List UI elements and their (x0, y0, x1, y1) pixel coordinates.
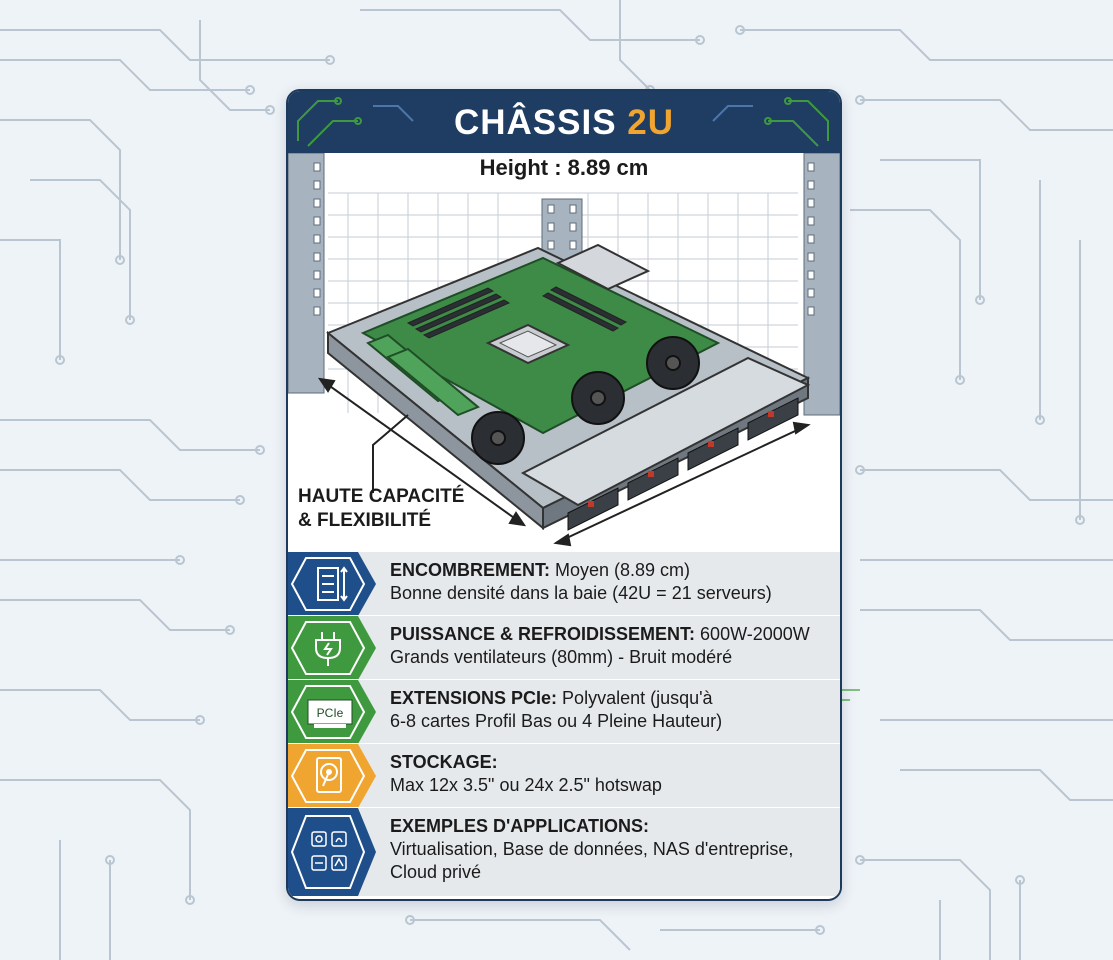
spec-detail: Grands ventilateurs (80mm) - Bruit modér… (390, 647, 733, 667)
card-header: CHÂSSIS 2U (288, 91, 840, 153)
pcie-card-icon: PCIe (307, 699, 353, 728)
card-title: CHÂSSIS 2U (288, 91, 840, 153)
capacity-label: HAUTE CAPACITÉ & FLEXIBILITÉ (298, 486, 465, 531)
rack-post-left (288, 153, 325, 394)
chassis-card: CHÂSSIS 2U (286, 89, 842, 901)
power-supply (555, 243, 651, 291)
spec-detail: Max 12x 3.5" ou 24x 2.5" hotswap (390, 775, 662, 795)
spec-value: Polyvalent (jusqu'à (557, 688, 713, 708)
server-illustration (288, 153, 840, 547)
spec-row-puissance: PUISSANCE & REFROIDISSEMENT: 600W-2000W … (288, 615, 840, 680)
spec-hex-badge (288, 744, 376, 808)
spec-title: EXEMPLES D'APPLICATIONS: (390, 816, 649, 836)
server-chassis (326, 243, 811, 531)
cooling-fan (471, 336, 700, 465)
height-label: Height : 8.89 cm (479, 155, 649, 180)
spec-title: STOCKAGE: (390, 752, 498, 772)
spec-hex-badge (288, 552, 376, 616)
dimension-arrows (317, 377, 811, 547)
spec-row-stockage: STOCKAGE: Max 12x 3.5" ou 24x 2.5" hotsw… (288, 743, 840, 808)
drive-cage (520, 356, 811, 531)
header-circuit-decoration (297, 97, 829, 147)
spec-value: 600W-2000W (695, 624, 810, 644)
spec-text: PUISSANCE & REFROIDISSEMENT: 600W-2000W … (390, 623, 836, 669)
spec-text: EXEMPLES D'APPLICATIONS: Virtualisation,… (390, 815, 836, 884)
spec-row-applications: EXEMPLES D'APPLICATIONS: Virtualisation,… (288, 807, 840, 896)
rack-icon (317, 566, 348, 602)
spec-row-extensions: PCIe EXTENSIONS PCIe: Polyvalent (jusqu'… (288, 679, 840, 744)
spec-hex-badge (288, 808, 376, 896)
spec-title: PUISSANCE & REFROIDISSEMENT: (390, 624, 696, 644)
spec-value: Moyen (8.89 cm) (550, 560, 691, 580)
spec-detail: Bonne densité dans la baie (42U = 21 ser… (390, 583, 772, 603)
power-plug-icon (315, 632, 341, 666)
spec-text: ENCOMBREMENT: Moyen (8.89 cm) Bonne dens… (390, 559, 836, 605)
rack-post-right (803, 153, 840, 416)
spec-title: ENCOMBREMENT: (390, 560, 550, 580)
hard-drive-icon (316, 757, 342, 793)
spec-title: EXTENSIONS PCIe: (390, 688, 558, 708)
title-main: CHÂSSIS (453, 103, 628, 142)
pcie-icon-text: PCIe (317, 706, 344, 720)
spec-hex-badge: PCIe (288, 680, 376, 744)
spec-hex-badge (288, 616, 376, 680)
applications-grid-icon (311, 831, 347, 871)
pcie-riser-cards (366, 333, 480, 417)
spec-detail: Cloud privé (390, 862, 482, 882)
spec-row-encombrement: ENCOMBREMENT: Moyen (8.89 cm) Bonne dens… (288, 551, 840, 616)
title-accent: 2U (627, 103, 675, 142)
memory-slots (406, 286, 628, 339)
spec-detail: Virtualisation, Base de données, NAS d'e… (390, 839, 794, 859)
spec-text: EXTENSIONS PCIe: Polyvalent (jusqu'à 6-8… (390, 687, 836, 733)
spec-detail: 6-8 cartes Profil Bas ou 4 Pleine Hauteu… (390, 711, 723, 731)
cpu-socket (485, 323, 571, 365)
spec-text: STOCKAGE: Max 12x 3.5" ou 24x 2.5" hotsw… (390, 751, 836, 797)
